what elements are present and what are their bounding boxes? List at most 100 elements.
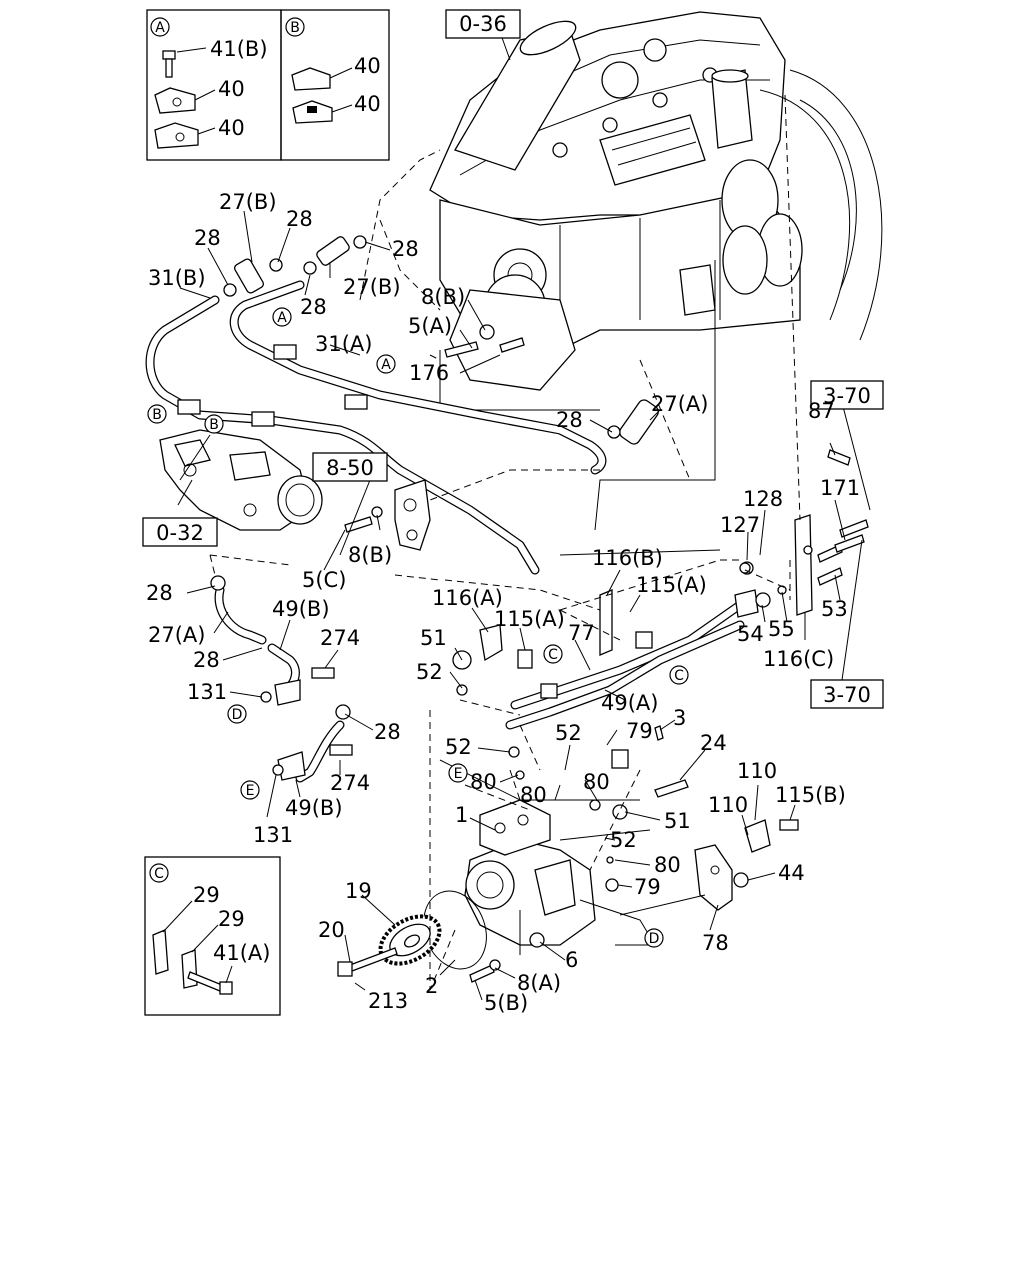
callout-77: 77 [568,621,595,645]
svg-text:A: A [277,310,287,326]
callout-28: 28 [146,581,173,605]
callout-110: 110 [737,759,777,783]
svg-text:B: B [152,407,162,423]
inset-b-label-40: 40 [354,92,381,116]
callout-115a: 115(A) [636,573,707,597]
callout-5b: 5(B) [484,991,528,1015]
callout-171: 171 [820,476,860,500]
clamp-half-icon [181,949,198,989]
callout-24: 24 [700,731,727,755]
callout-49b: 49(B) [285,796,343,820]
callout-80: 80 [520,783,547,807]
inset-a-marker [150,17,170,37]
callout-28: 28 [286,207,313,231]
svg-text:3-70: 3-70 [823,683,871,707]
callout-52: 52 [555,721,582,745]
callout-5c: 5(C) [302,568,346,592]
air-pipes [479,514,843,730]
svg-text:8-50: 8-50 [326,456,374,480]
reference-8-50: 8-50 [312,452,388,482]
callout-79: 79 [626,719,653,743]
inset-b-marker-label: B [290,20,300,36]
dashed-guides [209,94,801,991]
leader-lines [177,31,871,955]
callout-28: 28 [392,237,419,261]
clamp-half-icon [154,87,196,114]
callout-131: 131 [187,680,227,704]
callout-27b: 27(B) [219,190,277,214]
inset-c-label-29: 29 [193,883,220,907]
callout-87: 87 [808,399,835,423]
callout-131: 131 [253,823,293,847]
callout-19: 19 [345,879,372,903]
coolant-pipes [145,235,659,575]
reference-3-70-bottom: 3-70 [810,679,884,709]
inset-a-marker-label: A [155,20,165,36]
clamp-half-icon [152,929,169,975]
callout-80: 80 [654,853,681,877]
svg-text:C: C [548,647,558,663]
reference-3-70-top: 3-70 [810,380,884,410]
callout-52: 52 [416,660,443,684]
svg-text:D: D [649,931,660,947]
callout-115a: 115(A) [494,607,565,631]
engine-block [429,11,883,411]
callout-8a: 8(A) [517,971,561,995]
marker-b: B [147,404,167,424]
svg-text:0-32: 0-32 [156,521,204,545]
gear-icon [378,914,442,966]
marker-a: A [272,307,292,327]
callout-49a: 49(A) [601,691,658,715]
callout-51: 51 [664,809,691,833]
callout-128: 128 [743,487,783,511]
inset-a: A 41(B) 40 40 [146,9,282,161]
callout-79: 79 [634,875,661,899]
svg-text:3-70: 3-70 [823,384,871,408]
callout-28: 28 [194,226,221,250]
callout-127: 127 [720,513,760,537]
inset-c-marker [149,863,169,883]
callout-110: 110 [708,793,748,817]
callout-8b: 8(B) [348,543,392,567]
svg-text:A: A [381,357,391,373]
inset-b-marker [285,17,305,37]
inset-a-label-40: 40 [218,116,245,140]
callout-28: 28 [193,648,220,672]
inset-c-marker-label: C [154,866,164,882]
callout-116a: 116(A) [432,586,503,610]
inset-c: C 29 29 41(A) [144,856,281,1016]
thermostat-housing [159,429,323,531]
svg-text:E: E [246,783,255,799]
callout-27a: 27(A) [148,623,205,647]
svg-text:B: B [209,417,219,433]
callout-80: 80 [583,770,610,794]
marker-e: E [448,763,468,783]
nut-icon [307,106,317,113]
callout-1: 1 [455,803,468,827]
svg-text:D: D [232,707,243,723]
inset-c-label-29: 29 [218,907,245,931]
callout-55: 55 [768,617,795,641]
inset-a-label-40: 40 [218,77,245,101]
marker-b: B [204,414,224,434]
callout-53: 53 [821,597,848,621]
clamp-half-icon [291,67,331,91]
callout-44: 44 [778,861,805,885]
callout-6: 6 [565,948,578,972]
callout-176: 176 [409,361,449,385]
bracket-assembly [344,479,431,551]
callout-274: 274 [330,771,370,795]
callout-49b: 49(B) [272,597,330,621]
lower-left-fittings [210,575,353,783]
callout-116b: 116(B) [592,546,663,570]
callout-52: 52 [610,828,637,852]
callout-28: 28 [300,295,327,319]
callout-115b: 115(B) [775,783,846,807]
callout-78: 78 [702,931,729,955]
callout-2: 2 [425,974,438,998]
callout-28: 28 [374,720,401,744]
callout-31b: 31(B) [148,266,206,290]
misc-bolts [444,324,869,595]
callout-213: 213 [368,989,408,1013]
